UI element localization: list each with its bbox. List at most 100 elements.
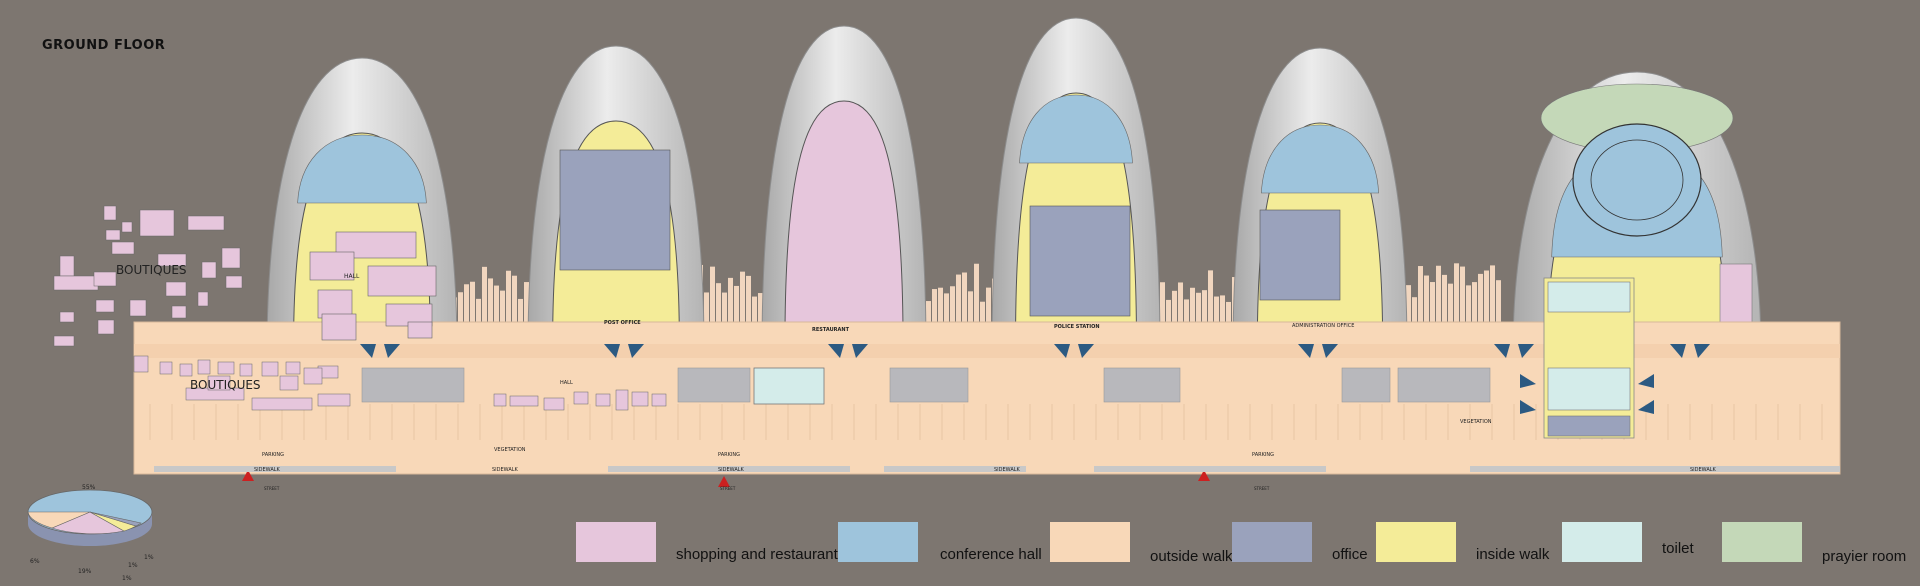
- tree-silhouette: [1190, 287, 1195, 322]
- tree-silhouette: [512, 275, 517, 322]
- tree-silhouette: [1166, 299, 1171, 322]
- tree-silhouette: [968, 291, 973, 322]
- street-label: STREET: [720, 486, 736, 491]
- boutique-kiosk: [221, 247, 241, 269]
- legend-label: conference hall: [940, 546, 1042, 563]
- tree-silhouette: [1406, 285, 1411, 322]
- boutique-kiosk: [197, 291, 209, 307]
- boutique-kiosk: [615, 389, 629, 411]
- boutique-kiosk: [317, 393, 351, 407]
- boutiques-inside-label: BOUTIQUES: [190, 378, 261, 392]
- entrance-arrow: [384, 344, 400, 358]
- pie-slice-office: [89, 511, 142, 527]
- tree-silhouette: [710, 266, 715, 322]
- entrance-arrow: [852, 344, 868, 358]
- boutique-kiosk: [59, 311, 75, 323]
- tree-silhouette: [1226, 301, 1231, 322]
- entrance-arrow: [360, 344, 376, 358]
- tree-silhouette: [944, 293, 949, 322]
- boutique-kiosk: [93, 271, 117, 287]
- tree-silhouette: [500, 290, 505, 322]
- boutique-kiosk: [651, 393, 667, 407]
- boutique-kiosk: [187, 215, 225, 231]
- legend-swatch: [1050, 522, 1130, 562]
- tree-silhouette: [1454, 263, 1459, 322]
- legend-swatch: [1232, 522, 1312, 562]
- tree-silhouette: [734, 285, 739, 322]
- hall-shop-unit: [407, 321, 433, 339]
- tree-silhouette: [524, 282, 529, 322]
- parking-label: PARKING: [262, 452, 284, 458]
- legend-swatch: [1722, 522, 1802, 562]
- boutique-kiosk: [97, 319, 115, 335]
- vegetation-label: VEGETATION: [1460, 419, 1492, 425]
- tree-silhouette: [974, 263, 979, 322]
- street-label: STREET: [1254, 486, 1270, 491]
- tree-silhouette: [950, 286, 955, 322]
- boutique-kiosk: [285, 361, 301, 375]
- boutique-kiosk: [239, 363, 253, 377]
- tree-silhouette: [716, 283, 721, 322]
- pie-slice-outside: [27, 511, 91, 529]
- office-block: [677, 367, 751, 403]
- boutique-kiosk: [509, 395, 539, 407]
- tree-silhouette: [1430, 282, 1435, 322]
- pie-label: 1%: [128, 562, 138, 569]
- tree-silhouette: [1490, 265, 1495, 322]
- vegetation-label: VEGETATION: [494, 447, 526, 453]
- tree-silhouette: [1202, 290, 1207, 322]
- tree-silhouette: [1196, 292, 1201, 322]
- sidewalk-label: SIDEWALK: [492, 467, 519, 473]
- boutique-kiosk: [133, 355, 149, 373]
- tree-silhouette: [1220, 295, 1225, 322]
- office-zone: [1029, 205, 1131, 317]
- tree-silhouette: [722, 292, 727, 322]
- tree-silhouette: [752, 296, 757, 322]
- entrance-arrow: [628, 344, 644, 358]
- entrance-arrow: [604, 344, 620, 358]
- tree-silhouette: [458, 292, 463, 322]
- tree-silhouette: [1496, 280, 1501, 322]
- pie-label: 55%: [82, 484, 96, 491]
- tree-silhouette: [464, 284, 469, 322]
- tree-silhouette: [1418, 266, 1423, 322]
- entrance-arrow: [1494, 344, 1510, 358]
- legend-label: toilet: [1662, 540, 1694, 557]
- plan-labels: BOUTIQUES BOUTIQUES HALL HALL POST OFFIC…: [116, 263, 1717, 491]
- boutique-kiosk: [53, 275, 99, 291]
- conference-hall-zone: [1019, 94, 1133, 164]
- parking-label: PARKING: [1252, 452, 1274, 458]
- sidewalk-label: SIDEWALK: [718, 467, 745, 473]
- tree-silhouette: [1478, 273, 1483, 322]
- legend-swatch: [838, 522, 918, 562]
- entrance-arrow: [1322, 344, 1338, 358]
- legend-label: inside walk: [1476, 546, 1550, 563]
- sidewalk-strip: [154, 466, 396, 472]
- auditorium-inner-ring: [1590, 139, 1684, 221]
- toilet-core: [1547, 281, 1631, 313]
- pie-slice-shopping: [51, 511, 125, 535]
- boutique-kiosk: [129, 299, 147, 317]
- tree-silhouette: [728, 277, 733, 322]
- parking-label: PARKING: [718, 452, 740, 458]
- pie-label: 1%: [122, 575, 132, 582]
- tree-silhouette: [482, 266, 487, 322]
- tree-silhouette: [704, 292, 709, 322]
- street-label: STREET: [264, 486, 280, 491]
- tree-silhouette: [980, 301, 985, 322]
- tree-silhouette: [1436, 265, 1441, 322]
- boutique-kiosk: [121, 221, 133, 233]
- boutique-kiosk: [171, 305, 187, 319]
- boutique-kiosk: [261, 361, 279, 377]
- boutique-kiosk: [595, 393, 611, 407]
- tree-silhouette: [1448, 283, 1453, 322]
- hall-shop-unit: [309, 251, 355, 281]
- office-zone: [1259, 209, 1341, 301]
- boutique-kiosk: [179, 363, 193, 377]
- tree-silhouette: [518, 298, 523, 322]
- tree-silhouette: [506, 270, 511, 322]
- hall-shop-unit: [367, 265, 437, 297]
- hall-shop-unit: [321, 313, 357, 341]
- office-block: [889, 367, 969, 403]
